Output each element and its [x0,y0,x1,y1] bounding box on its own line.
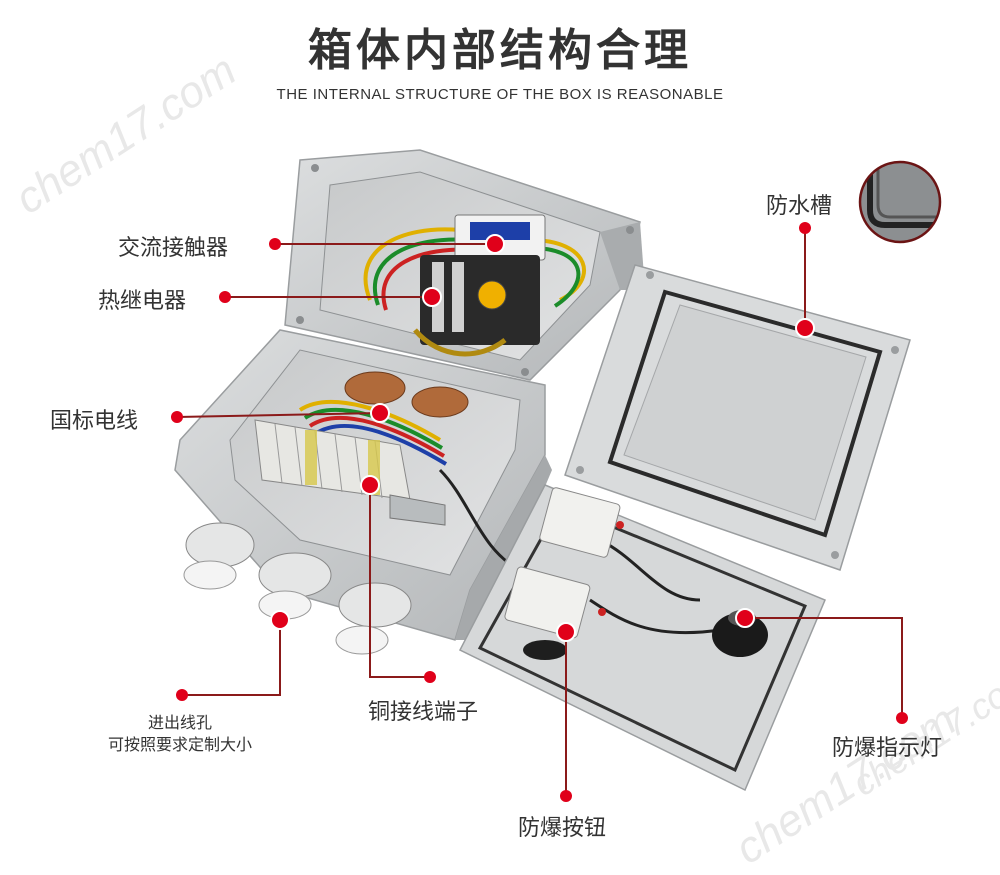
cable-glands [183,522,412,655]
label-indicator: 防爆指示灯 [832,736,943,761]
label-water-groove: 防水槽 [766,194,833,219]
label-entry-holes-note: 可按照要求定制大小 [107,735,252,754]
marker-relay-label [219,291,231,303]
page-subtitle: THE INTERNAL STRUCTURE OF THE BOX IS REA… [276,86,724,103]
marker-button [556,622,576,642]
marker-groove-label [799,222,811,234]
marker-contactor [485,234,505,254]
callout-markers [171,222,908,802]
marker-relay [422,287,442,307]
marker-terminal-label [424,671,436,683]
label-entry-holes-title: 进出线孔 [147,713,212,732]
label-entry-holes: 进出线孔 可按照要求定制大小 [70,712,290,756]
marker-holes-label [176,689,188,701]
lower-wiring [298,371,521,572]
label-contactor: 交流接触器 [118,236,229,261]
marker-terminal [360,475,380,495]
marker-wire-label [171,411,183,423]
marker-indicator [735,608,755,628]
marker-contactor-label [269,238,281,250]
page-title: 箱体内部结构合理 [308,25,692,76]
label-wire: 国标电线 [50,409,139,434]
label-copper-terminal: 铜接线端子 [368,700,479,725]
label-thermal-relay: 热继电器 [98,289,187,314]
marker-holes [270,610,290,630]
lid-with-water-groove [564,264,911,571]
marker-wire [370,403,390,423]
label-button: 防爆按钮 [518,816,607,841]
leader-lines [176,228,903,796]
marker-indicator-label [896,712,908,724]
marker-button-label [560,790,572,802]
marker-groove [795,318,815,338]
water-groove-inset [858,160,942,244]
